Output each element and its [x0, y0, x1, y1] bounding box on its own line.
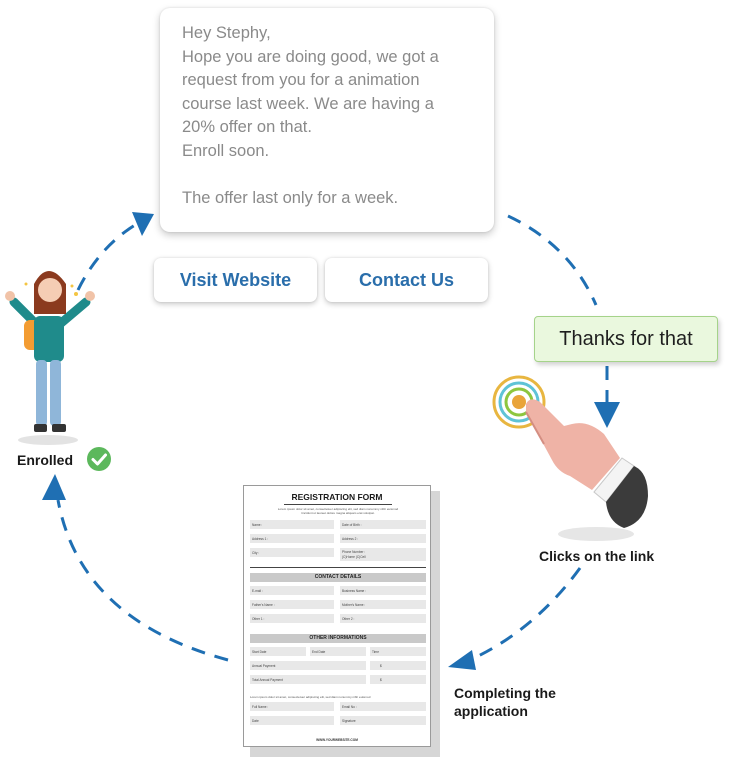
form-website: WWW.YOURWEBSITE.COM — [316, 738, 358, 742]
email-no-label: Email No : — [342, 705, 357, 709]
phone-options: (C)Home (C)Cell — [342, 555, 366, 559]
phone-field — [340, 548, 426, 561]
form-intro-1: Lorem ipsum dolor sit amet, consectetuer… — [277, 507, 399, 511]
address1-label: Address 1 : — [252, 537, 269, 541]
date-field — [250, 716, 334, 725]
total-label: Total Annual Payment — [252, 678, 283, 682]
other1-label: Other 1 : — [252, 617, 265, 621]
touch-hand-icon — [492, 375, 648, 541]
message-line: The offer last only for a week. — [182, 189, 399, 208]
form-divider — [250, 567, 426, 568]
other2-field — [340, 614, 426, 623]
message-line: Enroll soon. — [182, 141, 270, 160]
title-underline — [284, 504, 392, 505]
address2-label: Address 2 : — [342, 537, 359, 541]
total-field — [250, 675, 366, 684]
completing-label-line1: Completing the — [454, 685, 556, 701]
business-label: Business Name : — [342, 589, 367, 593]
email-label: E-mail : — [252, 589, 263, 593]
start-label: Start Date — [252, 650, 267, 654]
flow-arrow-to-enrolled — [56, 499, 229, 662]
time-label: Time — [372, 650, 379, 654]
fullname-field — [250, 702, 334, 711]
message-line: 20% offer on that. — [182, 118, 312, 137]
business-field — [340, 586, 426, 595]
other-section-header: OTHER INFORMATIONS — [250, 634, 426, 643]
city-label: City : — [252, 551, 260, 555]
start-field — [250, 647, 306, 656]
name-label: Name : — [252, 523, 263, 527]
mothers-field — [340, 600, 426, 609]
end-field — [310, 647, 366, 656]
annual-dollar: $ — [380, 664, 382, 668]
flow-arrow-to-form — [469, 567, 582, 662]
fathers-field — [250, 600, 334, 609]
arrowhead-down — [594, 402, 620, 428]
total-amount-field — [370, 675, 426, 684]
form-outro: Lorem ipsum dolor sit amet, consectetuer… — [250, 695, 371, 699]
phone-label: Phone Number : — [342, 550, 366, 554]
fullname-label: Full Name : — [252, 705, 269, 709]
completing-label-line2: application — [454, 703, 528, 719]
touch-ripple-icon — [492, 375, 546, 429]
email-field — [250, 586, 334, 595]
message-line: Hey Stephy, — [182, 24, 271, 42]
girl-figure — [5, 271, 95, 445]
contact-us-button[interactable]: Contact Us — [325, 258, 488, 302]
contact-section-header: CONTACT DETAILS — [250, 573, 426, 582]
signature-field — [340, 716, 426, 725]
address1-field — [250, 534, 334, 543]
enrolled-label: Enrolled — [17, 452, 74, 468]
name-field — [250, 520, 334, 529]
reply-bubble: Thanks for that — [534, 316, 718, 362]
date-label: Date — [252, 719, 259, 723]
form-title: REGISTRATION FORM — [291, 492, 383, 502]
dob-field — [340, 520, 426, 529]
address2-field — [340, 534, 426, 543]
message-card: Hey Stephy, Hope you are doing good, we … — [160, 8, 494, 232]
other1-field — [250, 614, 334, 623]
annual-amount-field — [370, 661, 426, 670]
email-no-field — [340, 702, 426, 711]
message-line: Hope you are doing good, we got a — [182, 47, 439, 66]
visit-website-button[interactable]: Visit Website — [154, 258, 317, 302]
other2-label: Other 2 : — [342, 617, 355, 621]
mothers-label: Mother's Name : — [342, 603, 366, 607]
arrowhead-right — [132, 212, 154, 236]
total-dollar: $ — [380, 678, 382, 682]
form-intro-2: tincidunt ut laoreet dolore magna aliqua… — [301, 511, 375, 515]
time-field — [370, 647, 426, 656]
annual-field — [250, 661, 366, 670]
signature-label: Signature — [342, 719, 356, 723]
end-label: End Date — [312, 650, 326, 654]
check-circle-icon — [87, 447, 111, 471]
dob-label: Date of Birth : — [342, 523, 362, 527]
fathers-label: Father's Name : — [252, 603, 275, 607]
flow-arrow-to-reply — [507, 214, 598, 306]
message-line: course last week. We are having a — [182, 94, 434, 113]
arrowhead-up — [42, 474, 66, 500]
annual-label: Annual Payment — [252, 664, 276, 668]
message-blank-line — [182, 164, 474, 188]
message-line: request from you for a animation — [182, 71, 420, 90]
registration-form: REGISTRATION FORM Lorem ipsum dolor sit … — [243, 485, 431, 747]
city-field — [250, 548, 334, 557]
arrowhead-left — [448, 650, 476, 670]
flow-arrow-to-message — [76, 220, 141, 291]
clicks-link-label: Clicks on the link — [539, 548, 655, 564]
